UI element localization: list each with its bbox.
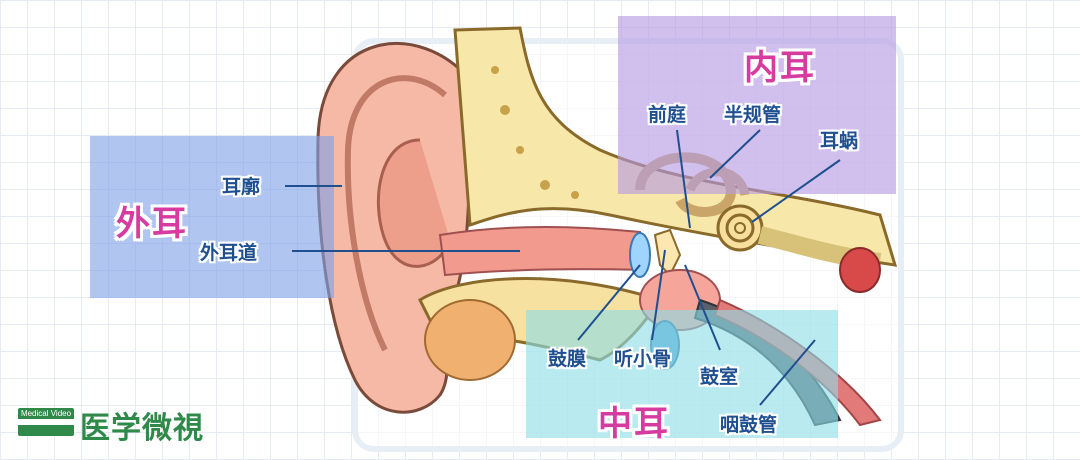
eardrum-leader xyxy=(577,264,641,341)
ear-canal-label: 外耳道 xyxy=(200,242,258,264)
eustachian-leader xyxy=(759,339,816,406)
ossicles-shape xyxy=(653,228,682,277)
tympanic-leader xyxy=(684,264,721,351)
outer-ear-region xyxy=(90,136,334,298)
inner-ear-title: 内耳 xyxy=(744,48,816,88)
concha xyxy=(377,138,452,268)
eustachian-tube-label: 咽鼓管 xyxy=(720,414,778,436)
inner-ear-region xyxy=(618,16,896,194)
auricle-label: 耳廓 xyxy=(222,176,261,198)
eardrum-label: 鼓膜 xyxy=(548,348,587,370)
temporal-bone xyxy=(453,26,898,267)
logo-badge-text: Medical Video xyxy=(20,409,72,418)
semicircular-leader xyxy=(709,129,761,179)
ossicles-leader xyxy=(651,249,666,341)
vestibule-label: 前庭 xyxy=(648,104,687,126)
vestibule-leader xyxy=(676,129,691,229)
logo-stripe xyxy=(18,419,74,425)
eardrum-shape xyxy=(629,232,651,278)
semicircular-canals-label: 半规管 xyxy=(724,104,782,126)
logo-name: 医学微視 xyxy=(80,411,204,446)
ossicles-label: 听小骨 xyxy=(614,348,672,370)
outer-ear-title: 外耳 xyxy=(116,204,188,244)
logo-badge: Medical Video xyxy=(18,408,74,436)
middle-ear-title: 中耳 xyxy=(598,404,670,444)
tympanic-cavity-label: 鼓室 xyxy=(700,366,739,388)
cochlea-label: 耳蜗 xyxy=(820,130,859,152)
auricle-inner-fold xyxy=(344,75,447,352)
cochlea-leader xyxy=(751,159,841,223)
